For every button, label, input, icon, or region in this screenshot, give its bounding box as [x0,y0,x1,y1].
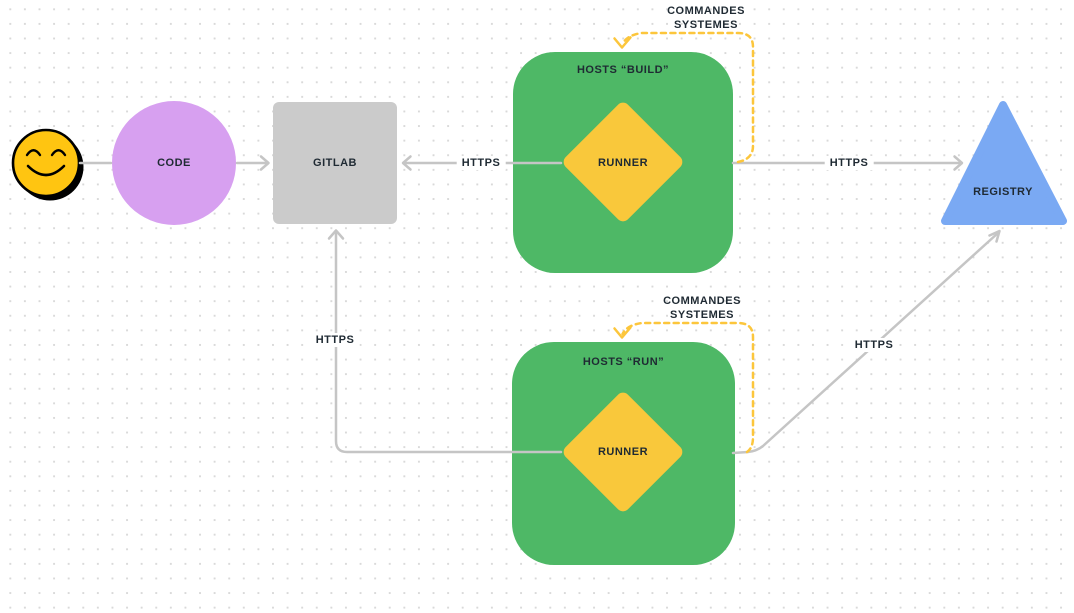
edge-label-https-run-registry: HTTPS [849,338,899,352]
node-code[interactable]: CODE [112,101,236,225]
node-runner-run-label: RUNNER [597,446,649,458]
edge-label-https-run-gitlab: HTTPS [310,333,360,347]
commandes-build-line2: SYSTEMES [674,19,738,31]
commandes-build-line1: COMMANDES [667,5,745,17]
smiley-mouth [26,164,66,177]
node-runner-build-label: RUNNER [597,157,649,169]
node-gitlab[interactable]: GITLAB [273,102,397,224]
edge-build-gitlab-arrowhead [401,155,412,171]
smiley-face-icon[interactable] [6,122,92,208]
node-gitlab-label: GITLAB [313,157,357,169]
edge-label-commandes-build: COMMANDES SYSTEMES [667,4,745,32]
smiley-left-eye [25,149,42,157]
smiley-right-eye [50,149,67,157]
node-hosts-build-label: HOSTS “BUILD” [576,64,670,76]
smiley-face [11,128,81,198]
edge-label-commandes-run: COMMANDES SYSTEMES [663,294,741,322]
edge-label-https-build-gitlab: HTTPS [456,156,506,170]
edge-commandes-build-arrowhead [613,36,632,49]
edge-label-https-build-registry: HTTPS [824,156,874,170]
commandes-run-line2: SYSTEMES [670,309,734,321]
edge-code-gitlab-arrowhead [259,155,270,171]
edge-run-registry-arrowhead [988,229,1001,243]
commandes-run-line1: COMMANDES [663,295,741,307]
node-code-label: CODE [157,157,191,169]
registry-triangle [941,101,1067,225]
node-registry-label: REGISTRY [973,186,1033,198]
edge-commandes-run-arrowhead [613,326,632,339]
edge-run-gitlab-arrowhead [327,229,345,240]
node-hosts-run-label: HOSTS “RUN” [582,356,665,368]
node-registry[interactable] [935,95,1074,230]
